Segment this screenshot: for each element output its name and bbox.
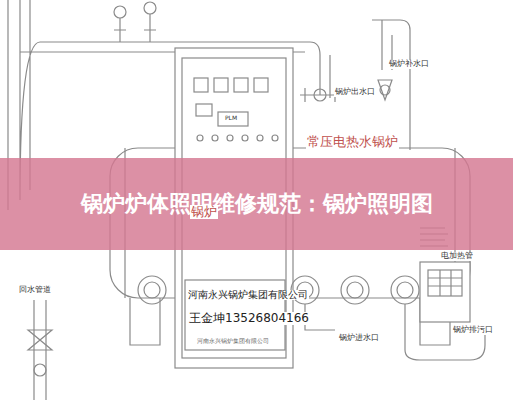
- display-text: PLM: [224, 115, 238, 122]
- part-label: 锅炉排污口: [452, 326, 494, 335]
- part-label: 电加热管: [440, 252, 474, 261]
- flange: [347, 282, 363, 298]
- flange: [144, 282, 160, 298]
- display: [218, 112, 248, 126]
- title-band: 锅炉炉体照明维修规范：锅炉照明图: [0, 158, 513, 250]
- button: [272, 135, 278, 141]
- pipe: [372, 20, 410, 150]
- boiler-name: 锅炉: [190, 205, 218, 219]
- pressure-gauge: [114, 6, 126, 18]
- meter: [196, 104, 212, 116]
- meter: [194, 78, 208, 92]
- button: [242, 135, 248, 141]
- part-label: 锅炉补水口: [388, 60, 430, 69]
- company-name: 河南永兴锅炉集团有限公司: [196, 338, 270, 345]
- part-label: 锅炉进水口: [338, 334, 380, 343]
- button: [257, 135, 263, 141]
- part-label: 锅炉出水口: [334, 88, 376, 97]
- valve: [378, 80, 392, 100]
- pressure-gauge: [144, 2, 156, 14]
- button: [212, 135, 218, 141]
- valve: [314, 89, 326, 101]
- electric-box: [428, 270, 462, 296]
- electric-box: [420, 262, 470, 322]
- company-name: 河南永兴锅炉集团有限公司: [187, 290, 309, 300]
- flange: [341, 276, 369, 304]
- part-label: 回水管道: [18, 286, 52, 295]
- meter: [254, 78, 268, 92]
- flange: [391, 276, 419, 304]
- banner-title: 锅炉炉体照明维修规范：锅炉照明图: [40, 189, 473, 219]
- contact-phone: 王金坤13526804166: [188, 312, 310, 325]
- flange: [397, 282, 413, 298]
- boiler-name: 常压电热水锅炉: [306, 135, 399, 149]
- button: [197, 135, 203, 141]
- button: [227, 135, 233, 141]
- valve: [28, 330, 52, 350]
- flange: [138, 276, 166, 304]
- electric-grid: [428, 270, 462, 296]
- meter: [214, 78, 228, 92]
- meter: [234, 78, 248, 92]
- gauge-pipe: [114, 14, 156, 42]
- valve: [34, 364, 46, 376]
